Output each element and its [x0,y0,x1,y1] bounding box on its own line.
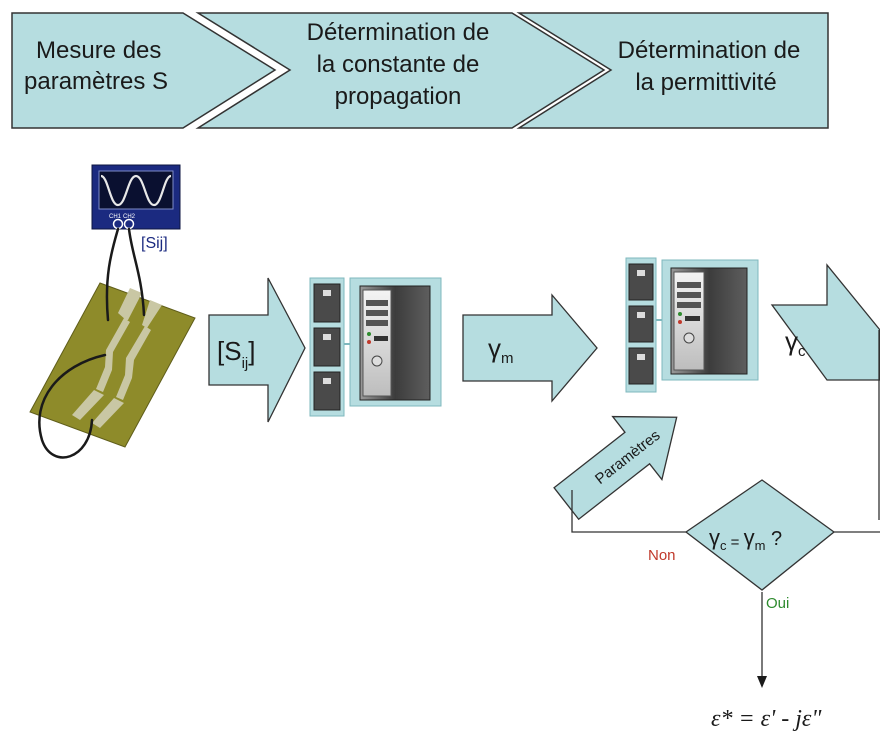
gamma-m-subscript: m [501,350,514,367]
computer-icon [309,277,442,417]
feedback-lines [571,490,880,676]
decision-no-label: Non [648,547,676,564]
decision-gamma-m: γ [744,525,755,550]
sij-cable-label: [Sij] [141,235,168,252]
arrow-parametres: Paramètres [553,415,678,521]
gamma-m-symbol: γ [488,333,501,363]
computer-icon-2 [625,257,759,393]
svg-text:[Sij]: [Sij] [217,336,255,372]
step-3-line-2: la permittivité [635,69,776,96]
ch2-label: CH2 [123,214,136,220]
step-chevron-2 [195,12,606,129]
sij-arrow-subscript: ij [242,355,249,372]
step-chevron-3 [516,12,829,129]
sij-arrow-close: ] [248,336,255,366]
result-arrowhead [757,676,767,688]
step-2-line-1: Détermination de [307,19,490,46]
arrow-gamma-m: γm [462,293,598,403]
permittivity-equation: ε* = ε' - jε" [711,706,822,732]
decision-yes-label: Oui [766,595,789,612]
decision-gamma-c: γ [709,525,720,550]
arrow-gamma-c: γc [770,263,880,520]
step-3-line-1: Détermination de [618,37,801,64]
decision-question: ? [765,528,782,550]
arrow-sij: [Sij] [208,277,306,423]
decision-sub-m: m [755,538,766,553]
test-board [29,282,196,448]
decision-equals: = [727,534,744,551]
cables [38,227,146,459]
process-steps: Mesure des paramètres S Détermination de… [11,12,829,129]
gamma-c-symbol: γ [785,326,798,356]
step-chevron-1 [11,12,277,129]
step-2-line-3: propagation [335,83,462,110]
svg-text:γc = γm ?: γc = γm ? [709,525,782,553]
sij-arrow-label: [S [217,336,242,366]
svg-text:γc: γc [785,326,806,360]
oscilloscope-icon: CH1 CH2 [91,164,181,230]
step-2-line-2: la constante de [317,51,480,78]
decision-sub-c: c [720,538,727,553]
gamma-c-subscript: c [798,343,806,360]
step-1-line-2: paramètres S [24,68,168,95]
decision-diamond: γc = γm ? [684,479,836,591]
step-1-line-1: Mesure des [36,37,161,64]
svg-text:γm: γm [488,333,514,367]
ch1-label: CH1 [109,214,122,220]
